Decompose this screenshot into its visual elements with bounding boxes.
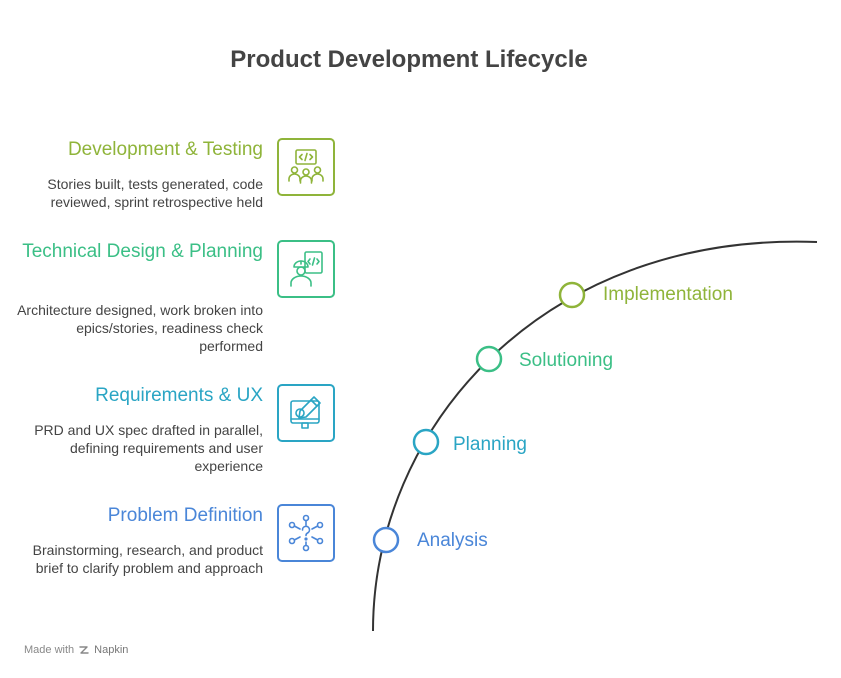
arc-line xyxy=(372,240,818,632)
footer-attribution: Made with Napkin xyxy=(24,644,128,656)
team-code-icon xyxy=(277,138,335,196)
phase-label-implementation: Implementation xyxy=(603,284,733,305)
step-description-requirements-ux: PRD and UX spec drafted in parallel, def… xyxy=(34,422,263,474)
phase-label-solutioning: Solutioning xyxy=(519,350,614,371)
step-heading-requirements-ux: Requirements & UX xyxy=(95,385,263,406)
page-title: Product Development Lifecycle xyxy=(230,46,588,73)
design-tablet-icon xyxy=(277,384,335,442)
network-question-icon xyxy=(277,504,335,562)
step-description-technical-design: Architecture designed, work broken into … xyxy=(17,302,263,354)
engineer-code-icon xyxy=(277,240,335,298)
phase-label-planning: Planning xyxy=(453,434,527,455)
step-heading-development-testing: Development & Testing xyxy=(67,139,263,160)
napkin-brand-text: Napkin xyxy=(94,644,129,656)
step-heading-problem-definition: Problem Definition xyxy=(107,505,263,526)
phase-marker-analysis xyxy=(372,526,400,554)
step-description-problem-definition: Brainstorming, research, and product bri… xyxy=(32,542,263,576)
phase-marker-solutioning xyxy=(475,345,503,373)
made-with-text: Made with xyxy=(24,644,75,656)
step-description-development-testing: Stories built, tests generated, code rev… xyxy=(47,176,263,210)
step-heading-technical-design: Technical Design & Planning xyxy=(22,241,263,262)
phase-marker-planning xyxy=(412,428,440,456)
napkin-logo-icon xyxy=(79,646,89,654)
phase-marker-implementation xyxy=(558,281,586,309)
phase-label-analysis: Analysis xyxy=(417,530,488,551)
